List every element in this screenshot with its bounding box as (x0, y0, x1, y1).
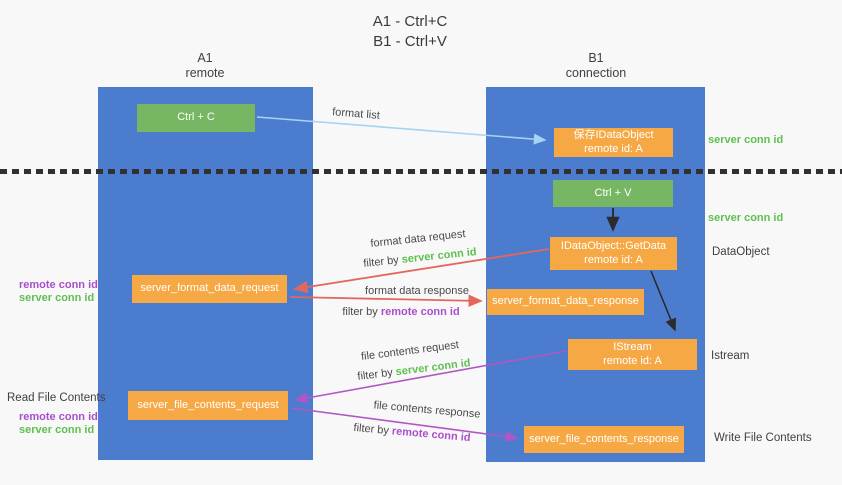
label-format-list: format list (331, 106, 381, 122)
node-server-format-data-response: server_format_data_response (487, 289, 644, 315)
server-conn-id-annotation: server conn id (19, 292, 95, 304)
node-ctrl-v: Ctrl + V (553, 180, 673, 207)
node-server-file-contents-request: server_file_contents_request (128, 391, 288, 420)
node-save-idataobject: 保存IDataObject remote id: A (554, 128, 673, 157)
title-line-ctrl-c: A1 - Ctrl+C (372, 13, 448, 30)
lane-a1-name: A1 (197, 51, 213, 65)
istream-label: Istream (711, 350, 750, 362)
lane-b1-name: B1 (588, 51, 604, 65)
read-file-contents-label: Read File Contents (7, 392, 106, 404)
node-getdata-line1: IDataObject::GetData (560, 240, 667, 252)
node-server-file-contents-response-label: server_file_contents_response (529, 432, 679, 445)
label-filter-by-remote-conn-id-2: filter by remote conn id (353, 422, 471, 444)
server-conn-id-annotation-getdata: server conn id (708, 212, 784, 224)
remote-conn-id-text: remote conn id (380, 306, 460, 318)
label-filter-by-server-conn-id-1: filter by server conn id (363, 246, 477, 270)
server-conn-id-text: server conn id (395, 357, 472, 379)
node-ctrl-v-label: Ctrl + V (594, 186, 632, 199)
node-istream-line2: remote id: A (603, 354, 662, 367)
arrow-format-data-response (289, 294, 483, 308)
write-file-contents-label: Write File Contents (714, 432, 812, 444)
node-server-file-contents-request-label: server_file_contents_request (137, 398, 279, 411)
filter-by-text: filter by (342, 306, 378, 318)
remote-conn-id-text: remote conn id (391, 425, 471, 445)
label-file-contents-response: file contents response (373, 399, 481, 421)
left-conn-id-block-format: remote conn id server conn id (19, 279, 98, 305)
lane-header-b1: B1 connection (536, 51, 656, 81)
label-filter-by-remote-conn-id-1: filter by remote conn id (342, 306, 459, 318)
node-server-format-data-request-label: server_format_data_request (140, 282, 279, 295)
remote-conn-id-annotation: remote conn id (19, 279, 98, 291)
lane-a1-subtitle: remote (185, 66, 225, 80)
title-line-ctrl-v: B1 - Ctrl+V (373, 33, 447, 50)
node-idataobject-getdata: IDataObject::GetData remote id: A (550, 237, 677, 270)
lane-header-a1: A1 remote (145, 51, 265, 81)
server-conn-id-text: server conn id (401, 246, 478, 266)
dataobject-label: DataObject (712, 246, 770, 258)
label-format-data-response: format data response (365, 285, 469, 297)
node-istream-line1: IStream (613, 341, 652, 353)
remote-conn-id-annotation: remote conn id (19, 411, 98, 423)
node-ctrl-c: Ctrl + C (137, 104, 255, 132)
node-server-format-data-request: server_format_data_request (132, 275, 287, 303)
node-server-format-data-response-label: server_format_data_response (492, 295, 639, 308)
node-ctrl-c-label: Ctrl + C (177, 111, 215, 124)
filter-by-text: filter by (362, 254, 400, 270)
left-conn-id-block-file: remote conn id server conn id (19, 411, 98, 437)
server-conn-id-annotation: server conn id (19, 424, 95, 436)
filter-by-text: filter by (356, 366, 394, 383)
node-save-idataobject-line1: 保存IDataObject (573, 129, 654, 141)
label-format-data-request: format data request (369, 228, 467, 250)
node-save-idataobject-line2: remote id: A (584, 142, 643, 155)
filter-by-text: filter by (353, 421, 390, 437)
server-conn-id-annotation-save: server conn id (708, 134, 784, 146)
diagram-title: A1 - Ctrl+C B1 - Ctrl+V (0, 12, 820, 52)
node-istream: IStream remote id: A (568, 339, 697, 370)
session-divider-dotted-line (0, 169, 842, 174)
node-getdata-line2: remote id: A (584, 253, 643, 266)
node-server-file-contents-response: server_file_contents_response (524, 426, 684, 453)
lane-b1-subtitle: connection (565, 66, 627, 80)
